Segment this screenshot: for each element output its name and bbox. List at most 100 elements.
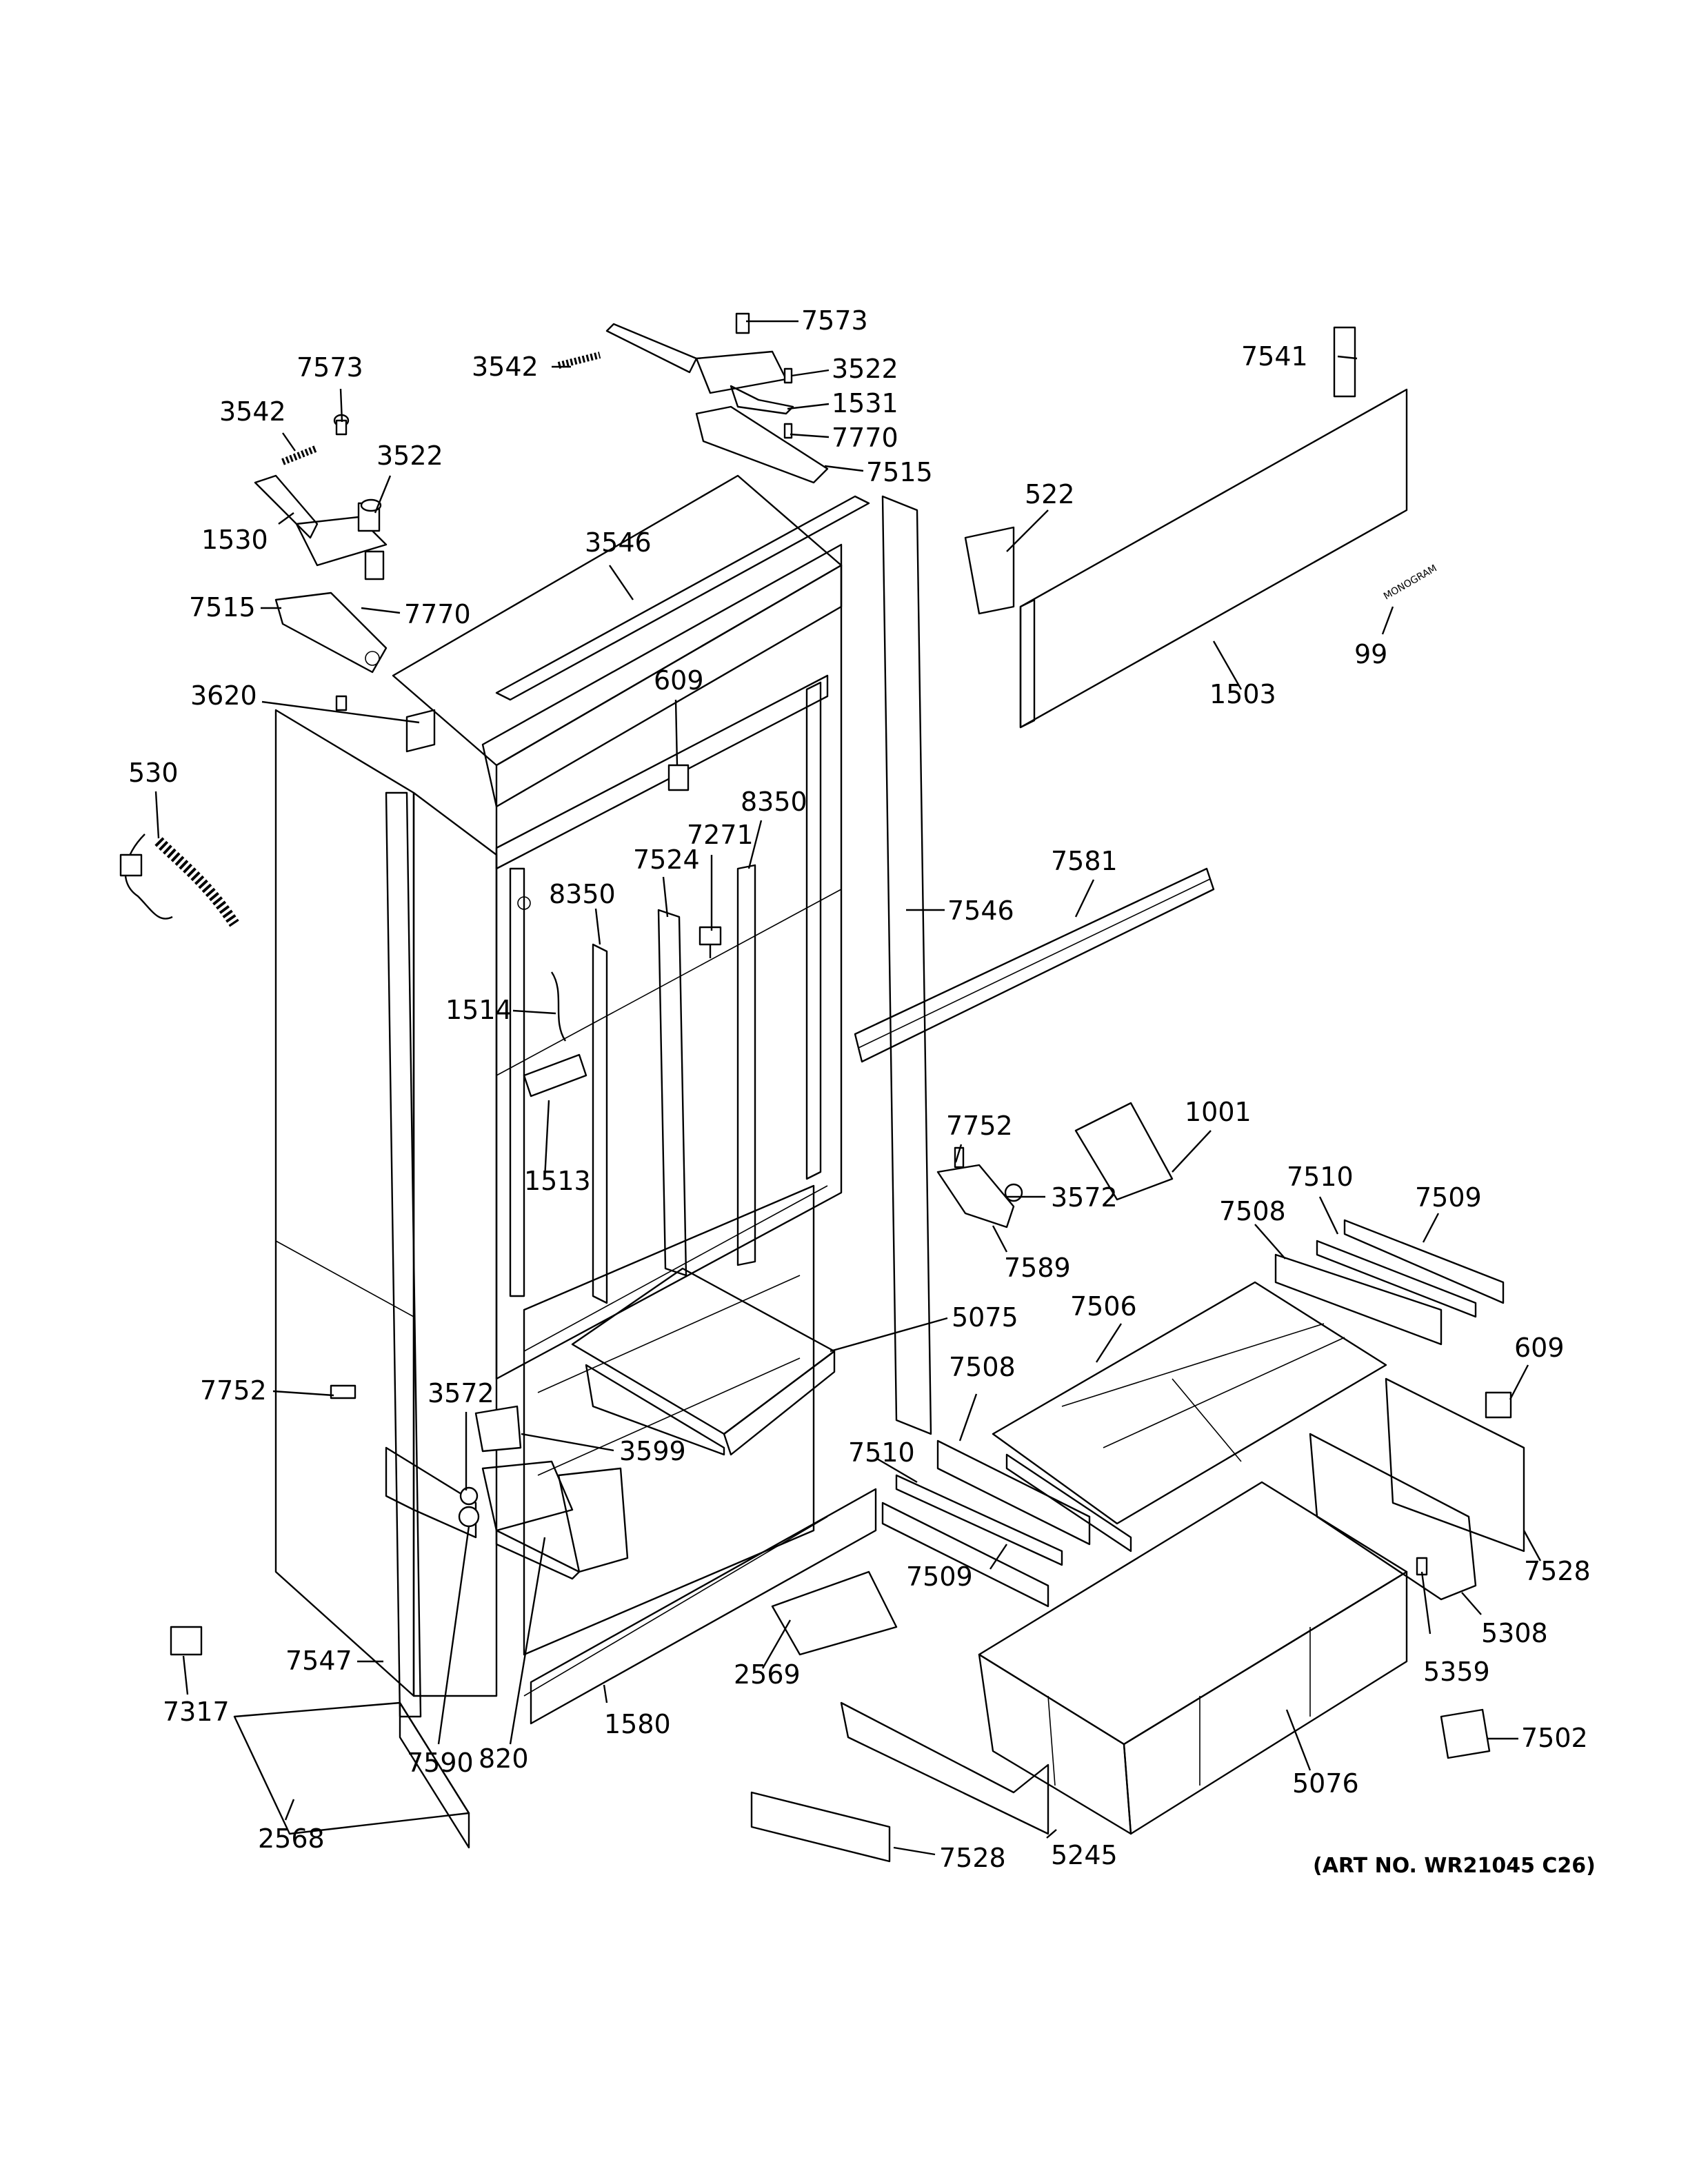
callout-7573: 7573 bbox=[297, 352, 363, 383]
part-8350-right-bracket bbox=[736, 864, 756, 1266]
part-5308-frame bbox=[1309, 1433, 1477, 1601]
callout-7510: 7510 bbox=[848, 1437, 915, 1468]
part-7508-slide-lower bbox=[936, 1439, 1091, 1546]
part-522-bracket bbox=[964, 526, 1015, 615]
callout-3522: 3522 bbox=[376, 441, 443, 471]
monogram-label: MONOGRAM bbox=[1382, 563, 1439, 602]
part-2569-bracket bbox=[771, 1570, 898, 1656]
part-5076-lower-basket bbox=[978, 1481, 1408, 1835]
callout-609: 609 bbox=[1514, 1333, 1565, 1363]
callout-7770: 7770 bbox=[832, 423, 898, 453]
callout-7510: 7510 bbox=[1287, 1162, 1354, 1192]
part-1531-right-hinge-assembly bbox=[605, 312, 829, 484]
part-7510-slide-lower bbox=[895, 1474, 1063, 1566]
callout-1503: 1503 bbox=[1209, 679, 1276, 709]
part-1514-wire bbox=[551, 971, 566, 1042]
callout-1513: 1513 bbox=[524, 1166, 591, 1196]
part-820-ice-maker bbox=[481, 1460, 629, 1580]
part-7546-right-trim bbox=[881, 495, 932, 1435]
part-7515-left-hinge-plate bbox=[274, 592, 388, 674]
part-7510-slide-upper bbox=[1316, 1240, 1477, 1318]
art-number: (ART NO. WR21045 C26) bbox=[1313, 1854, 1596, 1878]
callout-8350: 8350 bbox=[741, 787, 807, 817]
callout-7524: 7524 bbox=[633, 845, 700, 875]
part-3542-springs bbox=[281, 352, 601, 465]
callout-3546: 3546 bbox=[585, 527, 652, 558]
callout-7770: 7770 bbox=[404, 599, 471, 629]
callout-1514: 1514 bbox=[445, 995, 512, 1025]
part-7752-screw bbox=[330, 1384, 356, 1399]
callout-522: 522 bbox=[1025, 479, 1075, 509]
part-7508-slide-upper bbox=[1274, 1253, 1443, 1346]
part-7528-upper-panel bbox=[1385, 1377, 1525, 1553]
callout-5076: 5076 bbox=[1292, 1768, 1359, 1799]
callout-7546: 7546 bbox=[947, 896, 1014, 926]
exploded-view-drawing: MONOGRAM bbox=[119, 312, 1525, 1863]
part-5245-drawer-rail bbox=[840, 1701, 1049, 1835]
callout-530: 530 bbox=[128, 758, 179, 788]
callout-7752: 7752 bbox=[946, 1111, 1013, 1141]
part-530-water-line bbox=[119, 833, 239, 927]
callout-820: 820 bbox=[479, 1743, 529, 1774]
cabinet bbox=[274, 474, 843, 1697]
callout-7589: 7589 bbox=[1004, 1253, 1071, 1283]
callout-labels: 7573 3542 3522 1531 7770 7515 7541 7573 … bbox=[128, 305, 1591, 1873]
callout-3542: 3542 bbox=[472, 352, 539, 382]
part-1001-plate bbox=[1074, 1102, 1174, 1201]
callout-5075: 5075 bbox=[952, 1302, 1018, 1333]
part-7524-center-bracket bbox=[657, 909, 687, 1277]
callout-7528: 7528 bbox=[939, 1843, 1006, 1873]
callout-7502: 7502 bbox=[1521, 1723, 1588, 1753]
part-7509-slide-lower bbox=[881, 1502, 1049, 1608]
callout-2568: 2568 bbox=[258, 1823, 325, 1854]
part-7506-upper-basket bbox=[992, 1281, 1387, 1553]
callout-1580: 1580 bbox=[604, 1709, 671, 1739]
part-1503-door-panel: MONOGRAM bbox=[1019, 388, 1439, 729]
part-7528-lower-panel bbox=[750, 1791, 891, 1863]
callout-99: 99 bbox=[1354, 639, 1387, 669]
part-7509-slide-upper bbox=[1343, 1219, 1505, 1304]
part-7502-switch bbox=[1440, 1708, 1491, 1759]
callout-7317: 7317 bbox=[163, 1697, 230, 1727]
callout-7541: 7541 bbox=[1241, 341, 1308, 372]
part-3620-bracket bbox=[405, 709, 436, 753]
callout-7508: 7508 bbox=[1219, 1196, 1286, 1226]
part-1513-sensor bbox=[523, 1053, 587, 1098]
callout-7515: 7515 bbox=[189, 592, 256, 623]
callout-3572: 3572 bbox=[1051, 1182, 1118, 1213]
part-7317-clip bbox=[170, 1626, 203, 1656]
callout-7590: 7590 bbox=[407, 1748, 474, 1778]
callout-1001: 1001 bbox=[1185, 1097, 1252, 1127]
part-3546-top-trim bbox=[495, 495, 870, 701]
part-1580-lower-trim bbox=[530, 1488, 877, 1725]
callout-7506: 7506 bbox=[1070, 1291, 1137, 1322]
part-3599-cup bbox=[474, 1405, 522, 1453]
callout-7509: 7509 bbox=[1415, 1182, 1482, 1213]
part-609-switch-lower bbox=[1485, 1391, 1512, 1419]
callout-7573: 7573 bbox=[801, 305, 868, 336]
callout-8350: 8350 bbox=[549, 879, 616, 909]
callout-2569: 2569 bbox=[734, 1659, 801, 1690]
callout-3522: 3522 bbox=[832, 354, 898, 384]
callout-7271: 7271 bbox=[687, 820, 754, 850]
part-7271-bolt bbox=[699, 926, 722, 958]
part-5075-bin bbox=[571, 1267, 836, 1456]
callout-5359: 5359 bbox=[1423, 1657, 1490, 1687]
callout-7752: 7752 bbox=[200, 1375, 267, 1406]
callout-3572: 3572 bbox=[428, 1378, 494, 1408]
part-609-switch-top bbox=[667, 764, 690, 791]
callout-3542: 3542 bbox=[219, 396, 286, 427]
part-1530-left-hinge-assembly bbox=[254, 414, 388, 711]
callout-7528: 7528 bbox=[1524, 1556, 1591, 1586]
callout-1530: 1530 bbox=[201, 525, 268, 555]
part-7541-hinge bbox=[1333, 326, 1356, 398]
part-7547-side-trim bbox=[385, 791, 422, 1718]
callout-609: 609 bbox=[654, 665, 704, 696]
part-8350-left-bracket bbox=[592, 943, 608, 1304]
part-7581-cross-bar bbox=[854, 867, 1215, 1063]
callout-3599: 3599 bbox=[619, 1436, 686, 1466]
callout-7509: 7509 bbox=[906, 1561, 973, 1592]
callout-7508: 7508 bbox=[949, 1352, 1016, 1382]
leader-lines bbox=[154, 320, 1542, 1856]
